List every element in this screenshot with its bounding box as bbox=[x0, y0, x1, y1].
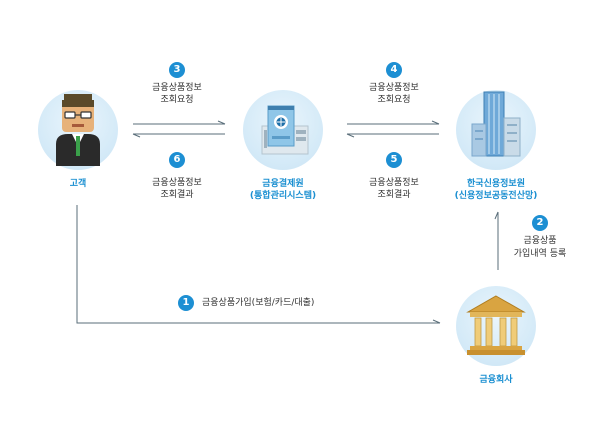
step-6-text-2: 조회결과 bbox=[160, 190, 194, 200]
step-6-badge: 6 bbox=[169, 152, 185, 168]
kcredit-label-2: (신용정보공동전산망) bbox=[454, 191, 538, 201]
fin-company-label: 금융회사 bbox=[479, 375, 513, 385]
step-2-badge: 2 bbox=[532, 215, 548, 231]
step-6-text-1: 금융상품정보 bbox=[152, 178, 202, 188]
step-3-text-2: 조회요청 bbox=[160, 95, 194, 105]
arrow-2-head bbox=[494, 211, 499, 220]
step-3-text-1: 금융상품정보 bbox=[152, 83, 202, 93]
kftc-label-1: 금융결제원 bbox=[262, 179, 304, 189]
arrow-5-head bbox=[346, 133, 355, 138]
step-1-text: 금융상품가입(보험/카드/대출) bbox=[202, 298, 315, 308]
bank-temple-icon bbox=[466, 295, 526, 355]
bank-building-icon bbox=[261, 105, 309, 155]
customer-icon bbox=[56, 94, 100, 166]
office-tower-icon bbox=[471, 91, 521, 157]
step-5-text-1: 금융상품정보 bbox=[369, 178, 419, 188]
arrow-6-head bbox=[132, 133, 141, 138]
arrow-4-head bbox=[431, 120, 440, 125]
step-3-badge: 3 bbox=[169, 62, 185, 78]
step-2-text-1: 금융상품 bbox=[523, 236, 557, 246]
step-2-text-2: 가입내역 등록 bbox=[513, 249, 567, 259]
step-5-text-2: 조회결과 bbox=[377, 190, 411, 200]
arrow-1-line bbox=[76, 205, 440, 324]
step-4-text-2: 조회요청 bbox=[377, 95, 411, 105]
arrow-3-head bbox=[217, 120, 226, 125]
step-1-badge: 1 bbox=[178, 295, 194, 311]
customer-label: 고객 bbox=[69, 179, 87, 189]
kcredit-label-1: 한국신용정보원 bbox=[467, 179, 525, 189]
step-4-text-1: 금융상품정보 bbox=[369, 83, 419, 93]
kftc-label-2: (통합관리시스템) bbox=[249, 191, 317, 201]
arrow-1-head bbox=[432, 319, 441, 324]
step-4-badge: 4 bbox=[386, 62, 402, 78]
step-5-badge: 5 bbox=[386, 152, 402, 168]
